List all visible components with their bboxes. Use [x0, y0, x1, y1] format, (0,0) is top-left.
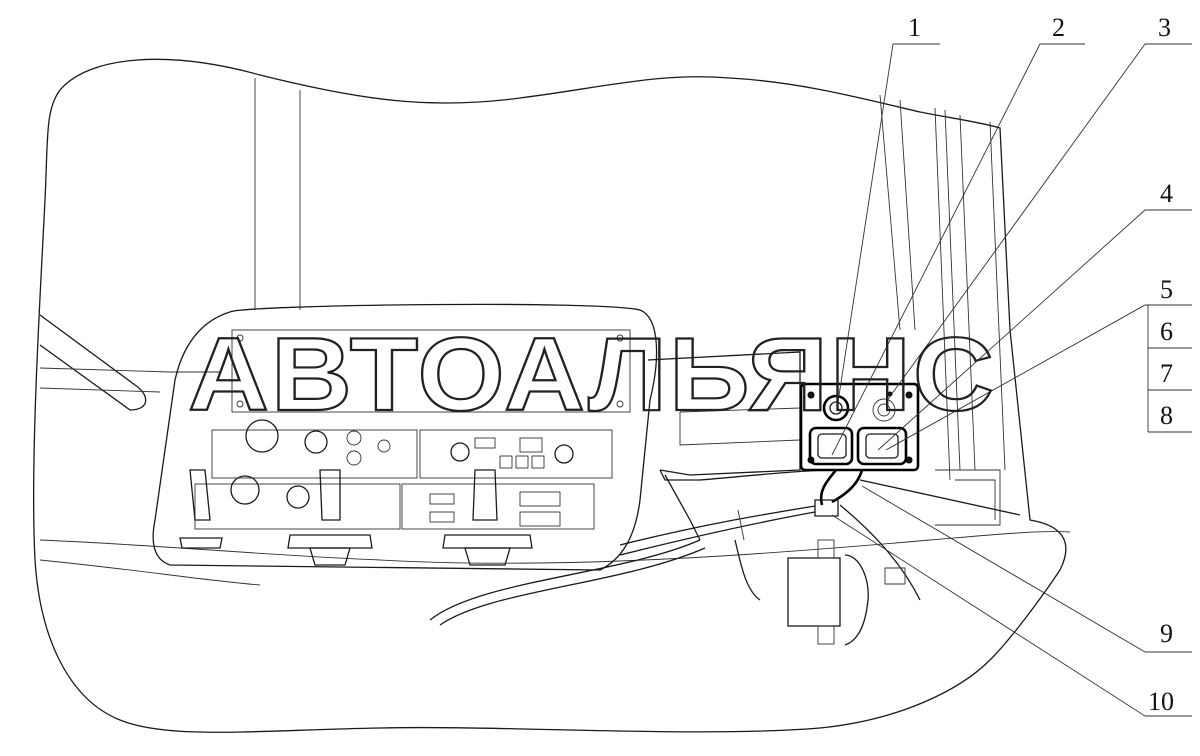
- callout-7: 7: [1160, 359, 1173, 388]
- control-console: [152, 303, 658, 571]
- relay-block: [787, 539, 906, 646]
- callout-4: 4: [1160, 179, 1173, 208]
- cab-outline: [32, 58, 1071, 733]
- callout-5: 5: [1160, 275, 1173, 304]
- callout-8: 8: [1160, 401, 1173, 430]
- callout-10: 10: [1148, 687, 1174, 716]
- leader-lines: [831, 43, 1192, 717]
- socket-plate: [799, 382, 920, 472]
- wiring-harness: [429, 469, 1021, 626]
- callout-3: 3: [1158, 13, 1171, 42]
- callout-6: 6: [1160, 317, 1173, 346]
- callout-labels: 1 2 3 4 5 6 7 8 9 10: [908, 13, 1174, 716]
- callout-2: 2: [1052, 13, 1065, 42]
- callout-1: 1: [908, 13, 921, 42]
- watermark-text: АВТОАЛЬЯНС: [188, 317, 996, 433]
- callout-9: 9: [1160, 619, 1173, 648]
